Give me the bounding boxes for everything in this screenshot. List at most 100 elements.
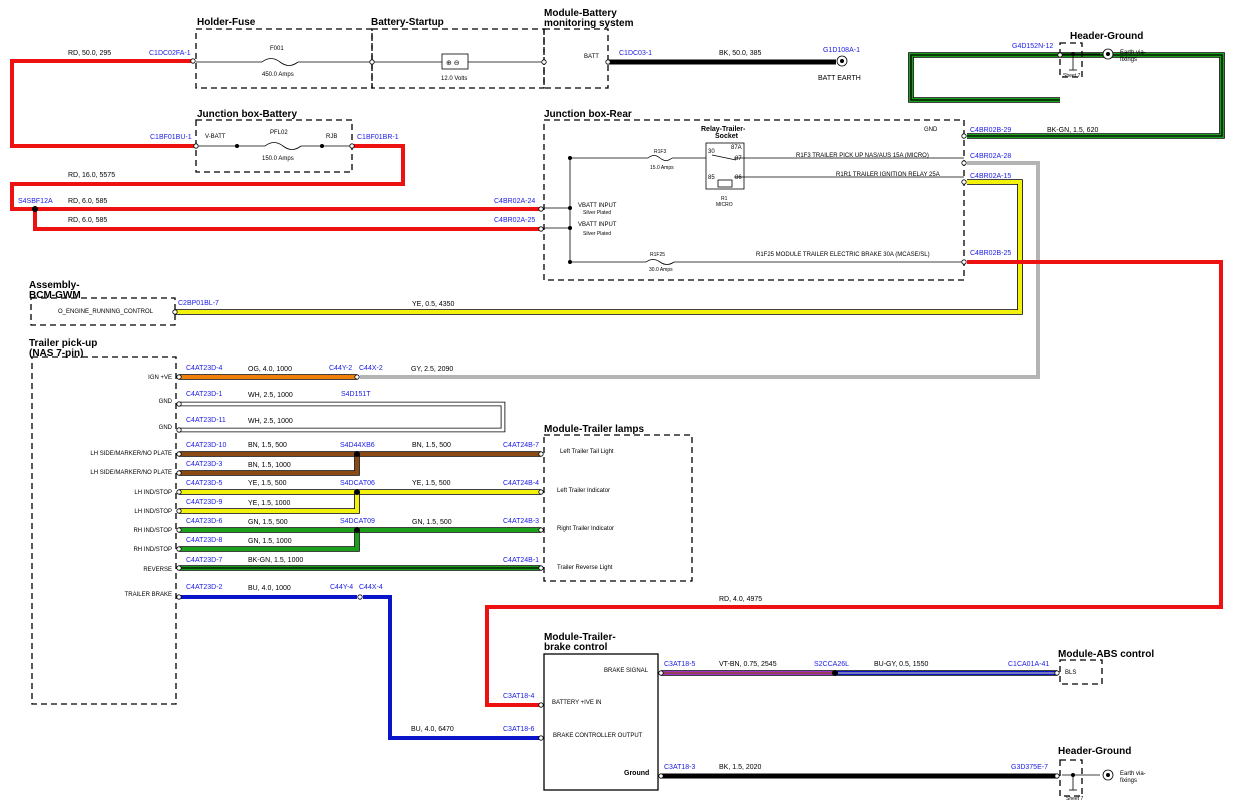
earth-note-top-2: fixings bbox=[1120, 57, 1137, 63]
vbatt-input-2-sub: Silver Plated bbox=[583, 231, 611, 237]
wire-label: GN, 1.5, 1000 bbox=[248, 538, 292, 545]
wire-label: GY, 2.5, 2090 bbox=[411, 366, 453, 373]
wire-label: BN, 1.5, 500 bbox=[248, 442, 287, 449]
lamp-pin-reverse: Trailer Reverse Light bbox=[557, 565, 613, 571]
header-ground-bottom: Header-Ground Earth via- fixings Sheet 7 bbox=[1058, 746, 1146, 802]
terminal-pin bbox=[538, 226, 544, 232]
wire-label: GN, 1.5, 500 bbox=[412, 519, 452, 526]
connector-label: C4AT23D-4 bbox=[186, 365, 223, 372]
terminal-pin bbox=[538, 527, 544, 533]
terminal-pin bbox=[176, 427, 182, 433]
wire-label: BK-GN, 1.5, 1000 bbox=[248, 557, 303, 564]
header-ground-top-title: Header-Ground bbox=[1070, 31, 1143, 42]
wire-ye-1000 bbox=[179, 492, 360, 514]
lamp-pin-right-ind: Right Trailer Indicator bbox=[557, 526, 614, 532]
terminal-pin bbox=[176, 489, 182, 495]
connector-label: C4BR02A-24 bbox=[494, 198, 535, 205]
connector-label: G3D375E-7 bbox=[1011, 764, 1048, 771]
terminal-pin bbox=[538, 702, 544, 708]
connector-label: C1BF01BR-1 bbox=[357, 134, 399, 141]
terminal-pin bbox=[176, 565, 182, 571]
pickup-pin-label: GND bbox=[159, 399, 173, 405]
wire-label: VT-BN, 0.75, 2545 bbox=[719, 661, 777, 668]
abs-pin-bls: BLS bbox=[1065, 670, 1076, 676]
terminal-pin bbox=[538, 451, 544, 457]
terminals bbox=[32, 52, 1063, 779]
bcm-title-2: BCM-GWM bbox=[29, 290, 81, 301]
wire-label: RD, 6.0, 585 bbox=[68, 198, 107, 205]
connector-label: C4AT23D-3 bbox=[186, 461, 223, 468]
battery-startup-title: Battery-Startup bbox=[371, 17, 444, 28]
terminal-pin bbox=[176, 594, 182, 600]
relay-id: R1 bbox=[721, 196, 728, 202]
connector-label: S2CCA26L bbox=[814, 661, 849, 668]
fuse-pfl02-id: PFL02 bbox=[270, 130, 288, 136]
connector-label: C4BR02B-25 bbox=[970, 250, 1011, 257]
pickup-pin-label: LH SIDE/MARKER/NO PLATE bbox=[90, 451, 172, 457]
circuit-r1r1: R1R1 TRAILER IGNITION RELAY 25A bbox=[836, 172, 940, 178]
header-ground-bottom-title: Header-Ground bbox=[1058, 746, 1131, 757]
connector-label: C4AT23D-2 bbox=[186, 584, 223, 591]
earth-note-top-1: Earth via- bbox=[1120, 50, 1146, 56]
connector-label: S4SBF12A bbox=[18, 198, 53, 205]
earth-note-bottom-2: fixings bbox=[1120, 778, 1137, 784]
battery-voltage: 12.0 Volts bbox=[441, 76, 467, 82]
relay-pin-30: 30 bbox=[708, 149, 715, 155]
connector-label: C4AT24B-7 bbox=[503, 442, 539, 449]
terminal-pin bbox=[1057, 52, 1063, 58]
connector-label: S4DCAT09 bbox=[340, 518, 375, 525]
connector-label: C3AT18-5 bbox=[664, 661, 695, 668]
wire-label: OG, 4.0, 1000 bbox=[248, 366, 292, 373]
wire-label: YE, 1.5, 500 bbox=[412, 480, 451, 487]
wire-label: GN, 1.5, 500 bbox=[248, 519, 288, 526]
wire-rd-4975 bbox=[485, 260, 1223, 707]
splice-point bbox=[354, 451, 360, 457]
fuse-r1f3-id: R1F3 bbox=[654, 149, 666, 155]
terminal-pin bbox=[172, 309, 178, 315]
pickup-pin-label: LH IND/STOP bbox=[134, 490, 172, 496]
terminal-pin bbox=[541, 59, 547, 65]
wire-label: BK-GN, 1.5, 620 bbox=[1047, 127, 1098, 134]
wire-label: RD, 6.0, 585 bbox=[68, 217, 107, 224]
terminal-pin bbox=[538, 565, 544, 571]
connector-label: C4AT24B-3 bbox=[503, 518, 539, 525]
relay-title-2: Socket bbox=[715, 133, 739, 140]
battery-monitoring-title-2: monitoring system bbox=[544, 18, 634, 29]
fuse-r1f3-rating: 15.0 Amps bbox=[650, 165, 674, 171]
circuit-r1f25: R1F25 MODULE TRAILER ELECTRIC BRAKE 30A … bbox=[756, 252, 930, 258]
connector-label: S4D44XB6 bbox=[340, 442, 375, 449]
relay-pin-85: 85 bbox=[708, 175, 715, 181]
connector-label: C4AT23D-8 bbox=[186, 537, 223, 544]
svg-text:⊕ ⊖: ⊕ ⊖ bbox=[446, 60, 460, 67]
junction-battery-title: Junction box-Battery bbox=[197, 109, 297, 120]
connector-label: C4AT24B-4 bbox=[503, 480, 539, 487]
circuit-r1f3: R1F3 TRAILER PICK UP NAS/AUS 15A (MICRO) bbox=[796, 153, 929, 159]
sheet-bottom: Sheet 7 bbox=[1066, 796, 1083, 802]
batt-earth-label: BATT EARTH bbox=[818, 75, 861, 82]
brake-pin-output: BRAKE CONTROLLER OUTPUT bbox=[553, 733, 643, 739]
connector-label: G4D152N-12 bbox=[1012, 43, 1053, 50]
terminal-pin bbox=[1054, 670, 1060, 676]
wire-bkgn-620 bbox=[908, 52, 1225, 139]
wire-rd-585b bbox=[33, 209, 541, 231]
rjb-pin-label: RJB bbox=[326, 134, 337, 140]
wire-label: YE, 0.5, 4350 bbox=[412, 301, 455, 308]
terminal-pin bbox=[176, 401, 182, 407]
junction-box-battery-module: Junction box-Battery V-BATT RJB PFL02 15… bbox=[195, 109, 353, 173]
terminal-pin bbox=[176, 527, 182, 533]
sheet-top: Sheet 7 bbox=[1063, 73, 1080, 79]
brake-pin-ground: Ground bbox=[624, 770, 649, 777]
terminal-pin bbox=[349, 143, 355, 149]
wire-label: YE, 1.5, 1000 bbox=[248, 500, 291, 507]
battery-monitoring-title-1: Module-Battery bbox=[544, 8, 617, 19]
connector-label: C4AT23D-9 bbox=[186, 499, 223, 506]
terminal-pin bbox=[605, 59, 611, 65]
wire-label: BK, 1.5, 2020 bbox=[719, 764, 762, 771]
connector-label: C1BF01BU-1 bbox=[150, 134, 192, 141]
terminal-pin bbox=[538, 489, 544, 495]
bcm-module: Assembly- BCM-GWM O_ENGINE_RUNNING_CONTR… bbox=[29, 280, 176, 326]
connector-label: C1CA01A-41 bbox=[1008, 661, 1049, 668]
fuse-f001-id: F001 bbox=[270, 46, 284, 52]
connector-label: C44Y-4 bbox=[330, 584, 353, 591]
